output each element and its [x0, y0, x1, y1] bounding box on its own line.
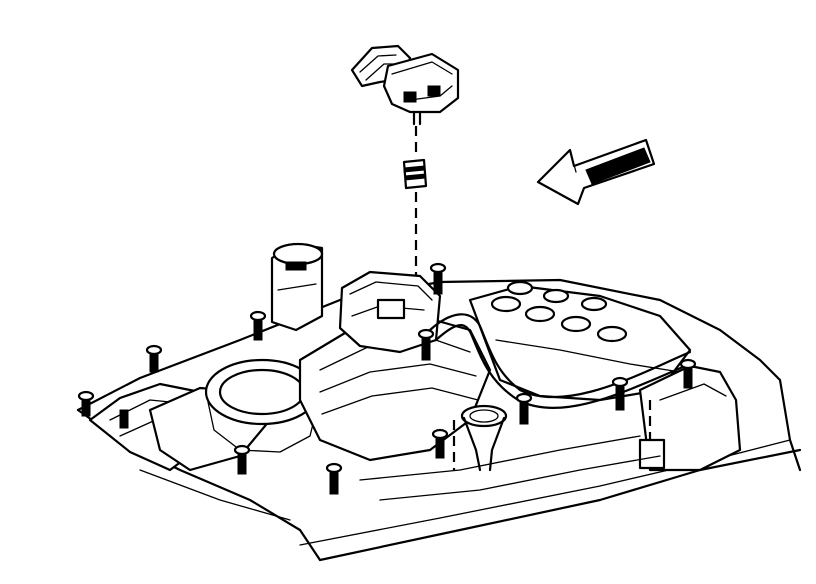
intake-manifold-icon: [76, 242, 802, 562]
direction-arrow-icon: [536, 138, 656, 206]
sensor-icon: [350, 44, 460, 126]
seal-icon: [402, 158, 428, 190]
